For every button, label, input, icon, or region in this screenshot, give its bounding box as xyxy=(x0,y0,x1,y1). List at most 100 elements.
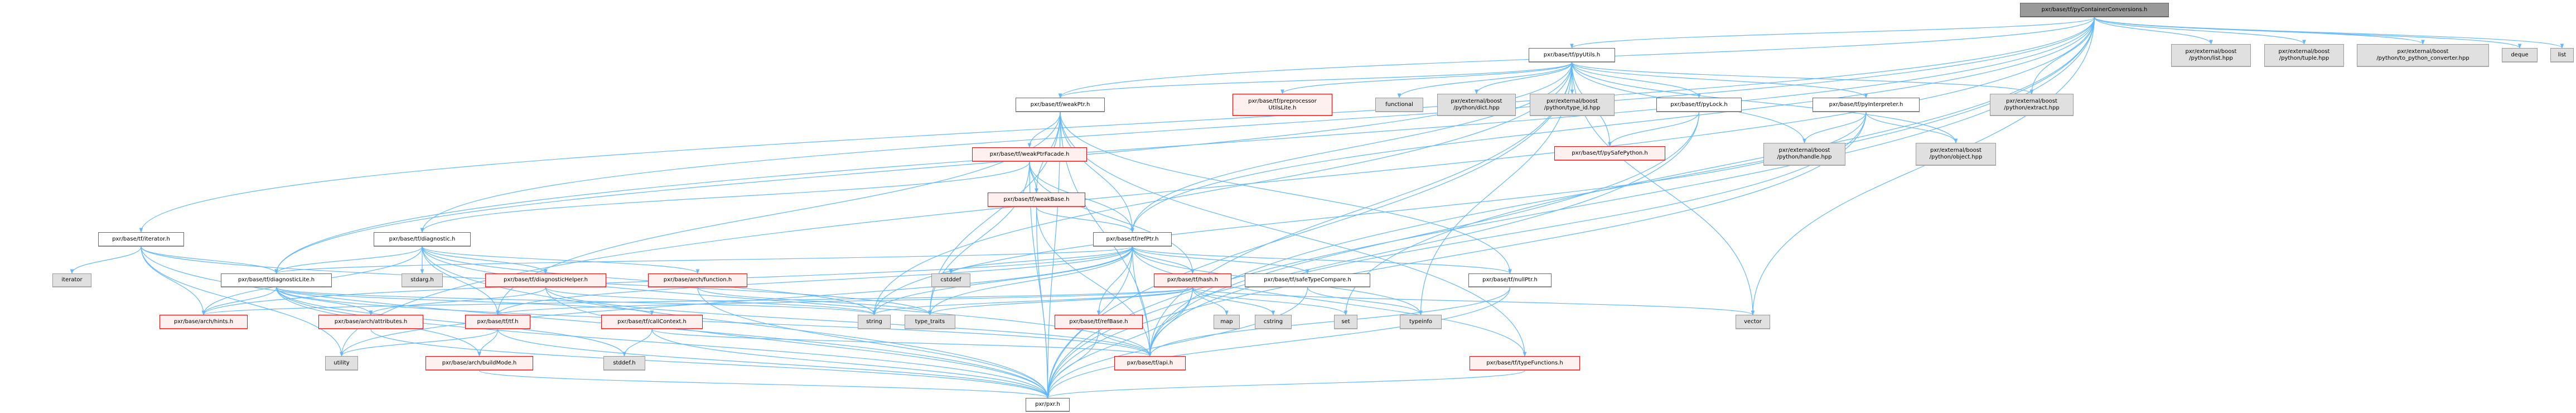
edge-diagnostic-to-api xyxy=(422,246,1152,357)
graph-node-pylock[interactable]: pxr/base/tf/pyLock.h xyxy=(1656,98,1742,112)
edge-root-to-tuple_hpp xyxy=(2094,17,2306,45)
graph-node-diaghelper[interactable]: pxr/base/tf/diagnosticHelper.h xyxy=(485,273,606,287)
graph-node-deque[interactable]: deque xyxy=(2502,48,2538,63)
edge-refPtr-to-tfh xyxy=(496,246,1133,315)
graph-node-extract[interactable]: pxr/external/boost /python/extract.hpp xyxy=(1990,94,2074,116)
edge-iterator-to-pxr xyxy=(141,246,1050,398)
graph-node-attributes[interactable]: pxr/base/arch/attributes.h xyxy=(318,315,423,329)
graph-node-preproc[interactable]: pxr/base/tf/preprocessor UtilsLite.h xyxy=(1233,94,1332,116)
edge-refPtr-to-diagLite xyxy=(274,246,1133,274)
edge-attributes-to-pxr xyxy=(370,329,1050,398)
graph-node-functional[interactable]: functional xyxy=(1375,98,1423,112)
edge-pyLock-to-api xyxy=(1148,112,1700,357)
edge-diagLite-to-callContext xyxy=(276,287,654,315)
edge-pyUtils-to-pyLock xyxy=(1571,62,1701,98)
graph-node-handle[interactable]: pxr/external/boost /python/handle.hpp xyxy=(1763,143,1845,166)
edge-pyUtils-to-pyInterp xyxy=(1571,62,1868,98)
edge-pyLock-to-pxr xyxy=(1046,112,1700,398)
graph-node-dict[interactable]: pxr/external/boost /python/dict.hpp xyxy=(1437,94,1516,116)
graph-node-set[interactable]: set xyxy=(1334,315,1357,329)
graph-node-refptr[interactable]: pxr/base/tf/refPtr.h xyxy=(1093,232,1172,247)
edge-refPtr-to-type_traits xyxy=(928,246,1133,315)
graph-node-iterator[interactable]: pxr/base/tf/iterator.h xyxy=(98,232,184,247)
graph-node-cstddef[interactable]: cstddef xyxy=(931,273,970,287)
edge-weakPtr-to-nullPtr xyxy=(1060,112,1512,274)
graph-node-diaglite[interactable]: pxr/base/tf/diagnosticLite.h xyxy=(221,273,332,287)
graph-node-api[interactable]: pxr/base/tf/api.h xyxy=(1114,356,1186,371)
graph-node-hash[interactable]: pxr/base/tf/hash.h xyxy=(1154,273,1231,287)
graph-node-buildmode[interactable]: pxr/base/arch/buildMode.h xyxy=(426,356,533,371)
edge-safeType-to-pxr xyxy=(1046,287,1308,398)
graph-node-list[interactable]: list xyxy=(2550,48,2574,63)
edge-diagnostic-to-tfh xyxy=(422,246,500,315)
graph-node-object[interactable]: pxr/external/boost /python/object.hpp xyxy=(1916,143,1996,166)
graph-node-pxr[interactable]: pxr/pxr.h xyxy=(1026,398,1070,412)
edge-buildMode-to-pxr xyxy=(479,370,1050,398)
edge-refPtr-to-typeFunctions xyxy=(1132,246,1527,357)
graph-node-root[interactable]: pxr/base/tf/pyContainerConversions.h xyxy=(2020,3,2169,17)
edge-iterator-to-utility xyxy=(141,246,344,357)
graph-node-nullptr[interactable]: pxr/base/tf/nullPtr.h xyxy=(1468,273,1552,287)
graph-node-tfh[interactable]: pxr/base/tf/tf.h xyxy=(465,315,530,329)
graph-node-stddef[interactable]: stddef.h xyxy=(603,356,645,371)
graph-node-to-python[interactable]: pxr/external/boost /python/to_python_con… xyxy=(2357,44,2489,67)
edge-typeFunctions-to-pxr xyxy=(1046,370,1525,398)
graph-node-diagnostic[interactable]: pxr/base/tf/diagnostic.h xyxy=(374,232,471,247)
graph-node-callcontext[interactable]: pxr/base/tf/callContext.h xyxy=(601,315,703,329)
edge-root-to-vector xyxy=(1751,17,2095,315)
graph-node-hints[interactable]: pxr/base/arch/hints.h xyxy=(160,315,248,329)
edge-refPtr-to-refBase xyxy=(1096,246,1133,315)
edge-root-to-extract xyxy=(2029,17,2095,94)
edge-pyUtils-to-weakPtr xyxy=(1058,62,1573,98)
edge-weakPtr-to-pxr xyxy=(1046,112,1061,398)
edge-diagLite-to-pxr xyxy=(276,287,1050,398)
edge-hash-to-api xyxy=(1148,287,1193,357)
edge-refPtr-to-nullPtr xyxy=(1132,246,1512,274)
edge-weakBase-to-api xyxy=(1036,206,1152,357)
edge-tfh-to-utility xyxy=(340,329,499,357)
edge-root-to-utility xyxy=(340,17,2095,357)
edge-pyUtils-to-string xyxy=(872,62,1573,315)
graph-node-utility[interactable]: utility xyxy=(325,356,358,371)
edge-nullPtr-to-api xyxy=(1148,287,1511,357)
edge-root-to-diagnostic xyxy=(420,17,2095,233)
edge-pyUtils-to-refPtr xyxy=(1130,62,1573,233)
graph-node-type-id[interactable]: pxr/external/boost /python/type_id.hpp xyxy=(1530,94,1615,116)
graph-node-tuple-hpp[interactable]: pxr/external/boost /python/tuple.hpp xyxy=(2264,44,2344,67)
edge-weakPtrFacade-to-hash xyxy=(1029,161,1195,274)
graph-node-vector[interactable]: vector xyxy=(1736,315,1770,329)
edge-function-to-type_traits xyxy=(697,287,932,315)
graph-node-typeinfo[interactable]: typeinfo xyxy=(1400,315,1442,329)
edge-hash-to-cstring xyxy=(1192,287,1275,315)
graph-node-pyinterp[interactable]: pxr/base/tf/pyInterpreter.h xyxy=(1813,98,1920,112)
graph-node-safetype[interactable]: pxr/base/tf/safeTypeCompare.h xyxy=(1245,273,1370,287)
graph-node-weakptr[interactable]: pxr/base/tf/weakPtr.h xyxy=(1016,98,1105,112)
graph-node-cstring[interactable]: cstring xyxy=(1255,315,1292,329)
graph-node-stdarg[interactable]: stdarg.h xyxy=(402,273,443,287)
graph-node-weakbase[interactable]: pxr/base/tf/weakBase.h xyxy=(988,193,1085,207)
edge-diagHelper-to-string xyxy=(545,287,876,315)
graph-node-typefunctions[interactable]: pxr/base/tf/typeFunctions.h xyxy=(1470,356,1580,371)
edge-diagLite-to-hints xyxy=(201,287,277,315)
graph-node-refbase[interactable]: pxr/base/tf/refBase.h xyxy=(1055,315,1143,329)
edge-pyUtils-to-extract xyxy=(1571,62,2034,94)
edge-diagHelper-to-pxr xyxy=(545,287,1050,398)
graph-node-type-traits[interactable]: type_traits xyxy=(905,315,955,329)
edge-tfh-to-pxr xyxy=(497,329,1050,398)
graph-node-list-hpp[interactable]: pxr/external/boost /python/list.hpp xyxy=(2171,44,2251,67)
edge-root-to-refPtr xyxy=(1130,17,2095,233)
graph-node-pysafepython[interactable]: pxr/base/tf/pySafePython.h xyxy=(1554,146,1665,161)
edge-callContext-to-api xyxy=(651,329,1152,357)
graph-node-function[interactable]: pxr/base/arch/function.h xyxy=(648,273,747,287)
graph-node-string[interactable]: string xyxy=(858,315,891,329)
edge-pyLock-to-pySafePython xyxy=(1608,112,1700,147)
edge-callContext-to-pxr xyxy=(651,329,1050,398)
edge-diagHelper-to-api xyxy=(545,287,1152,357)
graph-node-weakptrfacade[interactable]: pxr/base/tf/weakPtrFacade.h xyxy=(972,147,1087,162)
graph-node-pyutils[interactable]: pxr/base/tf/pyUtils.h xyxy=(1529,48,1615,63)
graph-node-map[interactable]: map xyxy=(1214,315,1240,329)
edge-nullPtr-to-pxr xyxy=(1046,287,1511,398)
edge-diagHelper-to-attributes xyxy=(369,287,547,315)
graph-node-iteratorstd[interactable]: iterator xyxy=(52,273,91,287)
edge-diagLite-to-stddef xyxy=(276,287,626,357)
